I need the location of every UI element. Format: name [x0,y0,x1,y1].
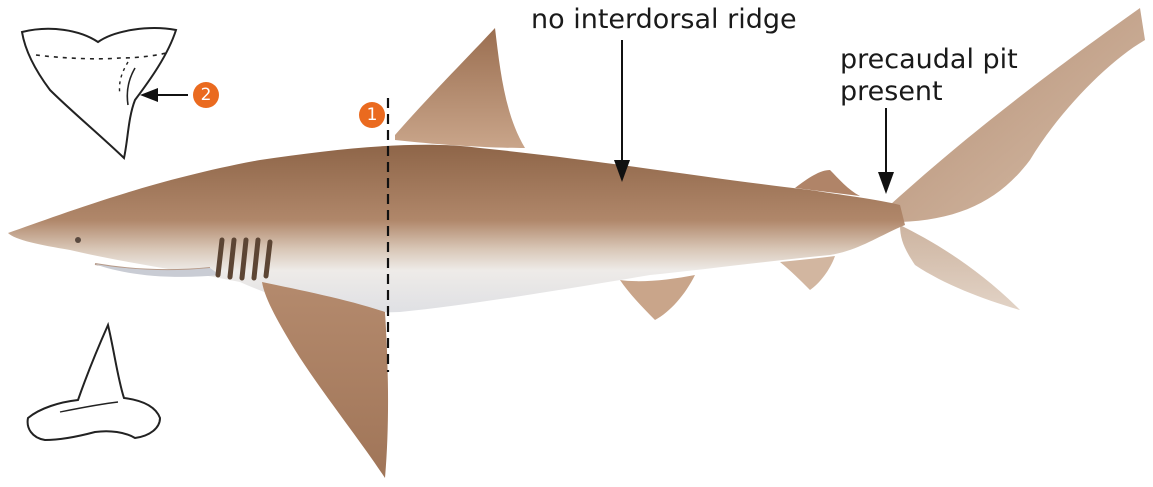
shark-body [8,145,905,313]
first-dorsal-fin [395,28,525,148]
eye [75,237,81,243]
pectoral-fin [262,282,388,478]
lower-caudal-lobe [900,225,1020,310]
label-no-interdorsal-ridge: no interdorsal ridge [531,4,797,35]
label-precaudal-pit: precaudal pit [840,44,1018,75]
anal-fin [780,256,835,290]
lower-tooth-icon [28,325,160,440]
pelvic-fin [620,275,695,320]
label-present: present [840,76,943,107]
upper-caudal-lobe [890,8,1145,222]
precaudal-arrow-head [878,172,894,194]
marker-badge-2: 2 [193,82,219,108]
marker-badge-1: 1 [359,102,385,128]
